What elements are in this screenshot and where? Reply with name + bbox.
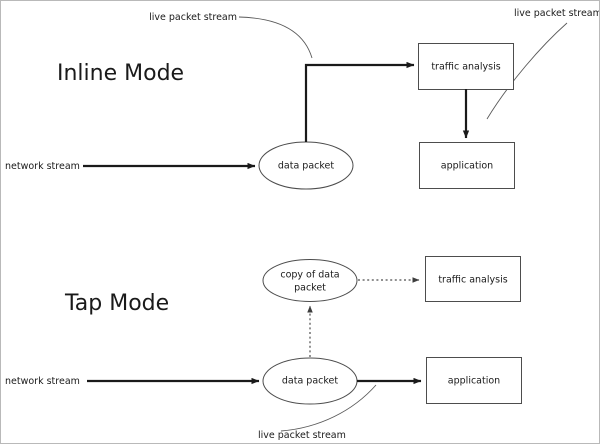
node-application-inline[interactable] <box>419 142 515 189</box>
node-data-packet-inline-label: data packet <box>278 161 335 172</box>
node-application-tap[interactable] <box>426 357 522 404</box>
arrow-data-packet-to-traffic-analysis-inline <box>304 61 415 142</box>
node-traffic-analysis-tap[interactable] <box>425 256 521 302</box>
node-copy-of-data-packet-tap-label-line1: copy of data <box>280 270 339 281</box>
inline-mode-group: Inline Mode live packet stream live pack… <box>5 8 600 190</box>
node-traffic-analysis-tap-label: traffic analysis <box>438 275 507 286</box>
node-data-packet-tap-label: data packet <box>282 376 339 387</box>
node-application-inline-label: application <box>441 161 493 172</box>
inline-mode-title: Inline Mode <box>57 61 184 86</box>
node-traffic-analysis-inline[interactable] <box>418 43 514 90</box>
node-traffic-analysis-inline-label: traffic analysis <box>431 62 500 73</box>
label-live-packet-stream-inline-left: live packet stream <box>149 12 237 23</box>
label-live-packet-stream-tap: live packet stream <box>258 430 346 441</box>
tap-mode-title: Tap Mode <box>64 291 169 316</box>
label-live-packet-stream-inline-right: live packet stream <box>514 8 600 19</box>
leader-curve-inline-right <box>486 22 568 120</box>
tap-mode-group: Tap Mode copy of data packet traffic ana… <box>5 256 522 441</box>
leader-curve-inline-left <box>238 16 313 59</box>
node-copy-of-data-packet-tap[interactable] <box>262 259 358 302</box>
node-application-tap-label: application <box>448 376 500 387</box>
label-network-stream-tap: network stream <box>5 376 80 387</box>
label-network-stream-inline: network stream <box>5 161 80 172</box>
leader-curve-tap-bottom <box>280 384 377 432</box>
node-copy-of-data-packet-tap-label-line2: packet <box>294 283 326 294</box>
